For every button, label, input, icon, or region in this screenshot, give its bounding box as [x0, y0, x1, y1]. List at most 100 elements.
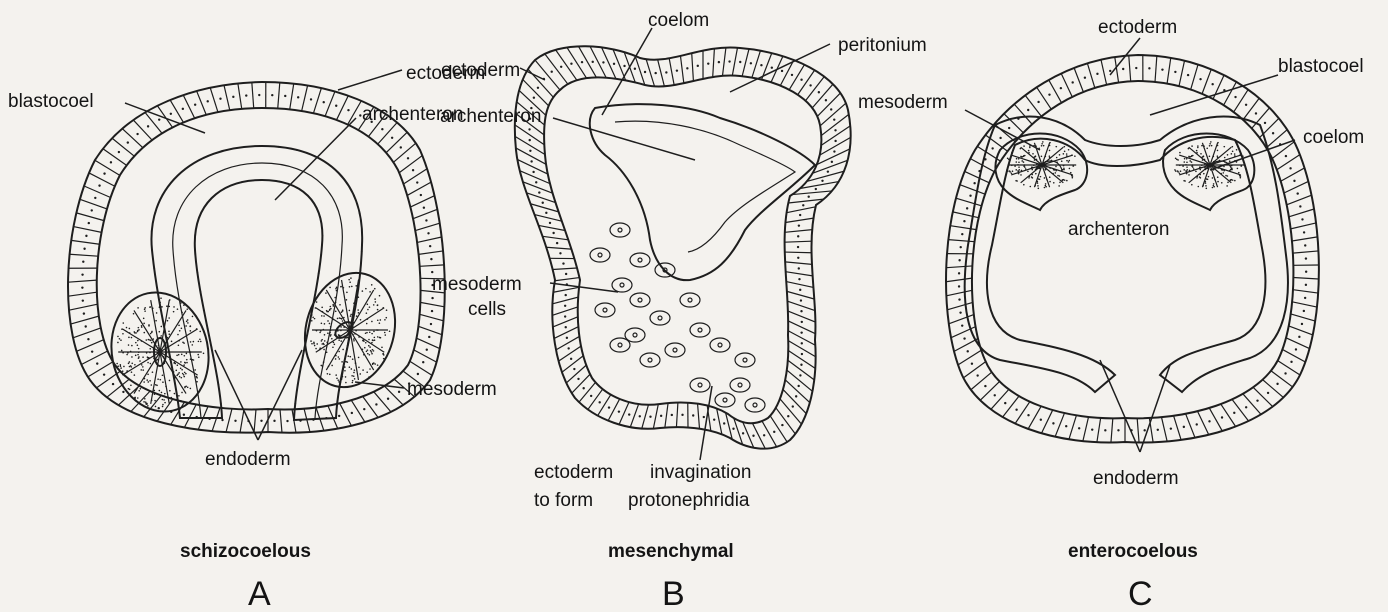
mesoderm-grain — [190, 341, 192, 343]
mesoderm-grain — [338, 351, 340, 353]
label-ectoderm-to-form-1: ectoderm — [534, 462, 613, 483]
cell-nucleus — [530, 160, 532, 162]
mesoderm-grain — [330, 335, 332, 337]
cell-nucleus — [994, 394, 996, 396]
mesoderm-grain — [335, 374, 337, 376]
cell-wall — [89, 173, 115, 186]
cell-nucleus — [1301, 323, 1303, 325]
mesoderm-grain — [186, 359, 188, 361]
mesoderm-grain — [190, 388, 192, 390]
cell-wall — [680, 56, 683, 83]
cell-wall — [785, 262, 812, 264]
cell-nucleus — [644, 71, 646, 73]
cell-nucleus — [529, 150, 531, 152]
endoderm-cell — [220, 402, 222, 404]
cell-wall — [325, 92, 335, 117]
mesoderm-grain — [197, 354, 199, 356]
cell-nucleus — [431, 297, 433, 299]
mesoderm-grain — [117, 342, 119, 344]
endoderm-cell — [258, 145, 260, 147]
mesoderm-grain — [161, 326, 163, 328]
cell-nucleus — [718, 61, 720, 63]
cell-nucleus — [1245, 104, 1247, 106]
endoderm-cell — [173, 179, 175, 181]
cell-wall — [399, 156, 422, 173]
cell-nucleus — [551, 71, 553, 73]
cell-nucleus — [1109, 70, 1111, 72]
mesoderm-grain — [1066, 160, 1068, 162]
cell-nucleus — [1096, 73, 1098, 75]
mesoderm-grain — [146, 379, 148, 381]
cell-nucleus — [1183, 426, 1185, 428]
mesoderm-grain — [1188, 174, 1190, 176]
cell-nucleus — [398, 391, 400, 393]
cell-nucleus — [1148, 67, 1150, 69]
cell-nucleus — [602, 61, 604, 63]
mesoderm-grain — [371, 284, 373, 286]
cell-wall — [783, 389, 806, 413]
cell-wall — [762, 421, 777, 447]
mesoderm-grain — [334, 344, 336, 346]
mesoderm-grain — [179, 376, 181, 378]
cell-nucleus — [310, 98, 312, 100]
cell-nucleus — [245, 94, 247, 96]
cell-nucleus — [698, 328, 702, 332]
mesoderm-grain — [148, 339, 150, 341]
enterocoelous-embryo-icon — [946, 55, 1319, 442]
mesoderm-grain — [324, 340, 326, 342]
mesoderm-grain — [339, 317, 341, 319]
mesoderm-grain — [313, 342, 315, 344]
endoderm-cell — [314, 155, 316, 157]
cell-nucleus — [1208, 420, 1210, 422]
mesoderm-grain — [183, 364, 185, 366]
label-archenteron-b: archenteron — [440, 106, 541, 127]
mesoderm-grain — [372, 339, 374, 341]
mesoderm-grain — [1032, 153, 1034, 155]
mesoderm-grain — [359, 373, 361, 375]
cell-nucleus — [623, 65, 625, 67]
mesoderm-grain — [128, 337, 130, 339]
mesoderm-grain — [374, 339, 376, 341]
mesoderm-grain — [1224, 157, 1226, 159]
mesoderm-grain — [1068, 160, 1070, 162]
mesoderm-cell-wall — [1011, 155, 1042, 165]
cell-nucleus — [800, 299, 802, 301]
cell-nucleus — [658, 316, 662, 320]
cell-nucleus — [338, 415, 340, 417]
mesoderm-grain — [353, 338, 355, 340]
mesoderm-grain — [168, 333, 170, 335]
mesoderm-grain — [1041, 143, 1043, 145]
mesoderm-grain — [126, 327, 128, 329]
cell-wall — [170, 100, 183, 122]
mesoderm-grain — [161, 392, 163, 394]
label-mesoderm-cells-2-b: cells — [468, 299, 506, 320]
panel-b: coelom peritonium ectoderm archenteron m… — [432, 10, 927, 612]
mesoderm-grain — [190, 330, 192, 332]
mesoderm-grain — [1208, 176, 1210, 178]
mesoderm-grain — [126, 354, 128, 356]
mesoderm-grain — [129, 389, 131, 391]
cell-wall — [1055, 413, 1064, 437]
mesoderm-grain — [337, 318, 339, 320]
cell-nucleus — [170, 113, 172, 115]
mesoderm-grain — [1029, 186, 1031, 188]
mesoderm-grain — [159, 306, 161, 308]
mesoderm-grain — [163, 399, 165, 401]
mesoderm-grain — [143, 401, 145, 403]
cell-nucleus — [1052, 422, 1054, 424]
mesoderm-grain — [362, 290, 364, 292]
mesoderm-cell — [715, 393, 735, 407]
mesoderm-grain — [353, 372, 355, 374]
mesoderm-grain — [176, 355, 178, 357]
cell-nucleus — [1078, 427, 1080, 429]
mesoderm-grain — [1063, 167, 1065, 169]
mesoderm-grain — [339, 358, 341, 360]
mesoderm-cell — [630, 253, 650, 267]
cell-wall — [1101, 60, 1107, 85]
cell-wall — [619, 402, 629, 424]
mesoderm-grain — [154, 393, 156, 395]
cell-wall — [692, 53, 694, 81]
endoderm-cell — [319, 216, 321, 218]
mesoderm-grain — [1007, 158, 1009, 160]
cell-nucleus — [1299, 205, 1301, 207]
